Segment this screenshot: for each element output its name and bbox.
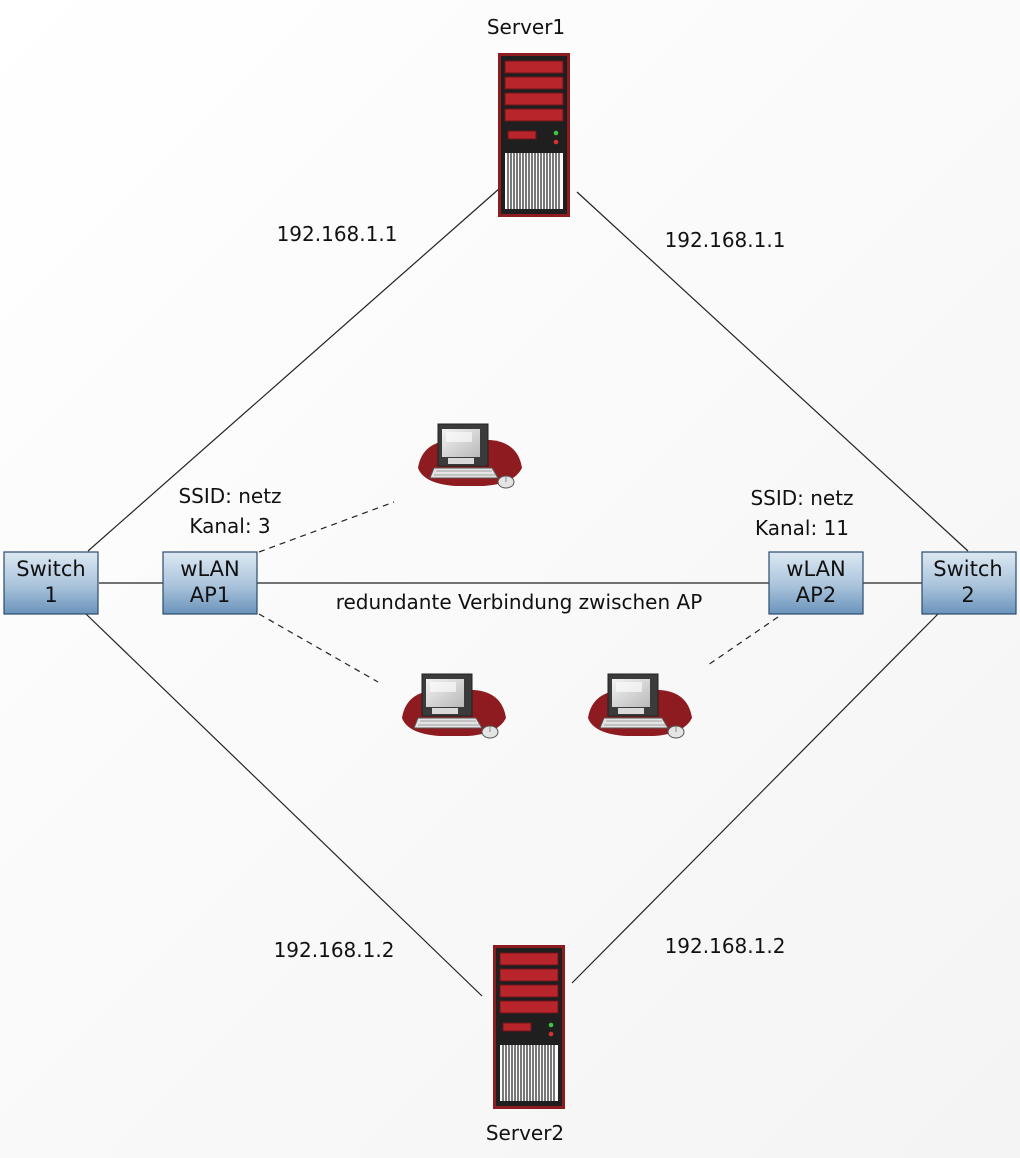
- switch1-label-line2: 1: [44, 583, 57, 607]
- ap1-channel-label: Kanal: 3: [189, 514, 270, 538]
- server-tower-icon: [497, 52, 571, 218]
- wireless-links: [258, 501, 779, 683]
- access-point-ap2[interactable]: wLAN AP2: [768, 551, 864, 615]
- server-tower-icon: [492, 944, 566, 1110]
- switch2-box: [921, 551, 1017, 615]
- connections: [85, 187, 969, 997]
- server2-label: Server2: [486, 1121, 564, 1145]
- link-switch1-server1: [87, 187, 501, 552]
- switch1-box: [3, 551, 99, 615]
- ap2-channel-label: Kanal: 11: [755, 516, 849, 540]
- ap2-box: [768, 551, 864, 615]
- server1-label: Server1: [487, 15, 565, 39]
- ap1-ssid-label: SSID: netz: [178, 484, 281, 508]
- ip-label-top-left: 192.168.1.1: [277, 222, 398, 246]
- ip-label-bottom-left: 192.168.1.2: [274, 938, 395, 962]
- ap2-label-line2: AP2: [796, 583, 836, 607]
- link-server1-switch2: [576, 191, 969, 552]
- redundant-link-label: redundante Verbindung zwischen AP: [336, 590, 703, 614]
- ip-label-top-right: 192.168.1.1: [665, 228, 786, 252]
- ap1-box: [162, 551, 258, 615]
- wireless-link-ap1-ws1: [258, 501, 395, 553]
- server2[interactable]: Server2: [486, 944, 566, 1145]
- switch2-label-line1: Switch: [933, 557, 1002, 581]
- link-switch1-server2: [85, 613, 483, 997]
- workstation-icon[interactable]: [401, 673, 507, 739]
- access-point-ap1[interactable]: wLAN AP1: [162, 551, 258, 615]
- link-switch2-server2: [571, 613, 939, 984]
- workstation-icon[interactable]: [417, 423, 523, 489]
- wireless-link-ap1-ws2: [258, 613, 379, 683]
- server1[interactable]: Server1: [487, 15, 571, 218]
- switch1[interactable]: Switch 1: [3, 551, 99, 615]
- ap1-label-line2: AP1: [190, 583, 230, 607]
- switch2[interactable]: Switch 2: [921, 551, 1017, 615]
- ap1-label-line1: wLAN: [180, 557, 239, 581]
- workstation-icon[interactable]: [587, 673, 693, 739]
- ap2-ssid-label: SSID: netz: [750, 486, 853, 510]
- ap2-label-line1: wLAN: [786, 557, 845, 581]
- wireless-link-ap2-ws3: [707, 616, 779, 666]
- switch1-label-line1: Switch: [16, 557, 85, 581]
- switch2-label-line2: 2: [961, 583, 974, 607]
- ip-label-bottom-right: 192.168.1.2: [665, 934, 786, 958]
